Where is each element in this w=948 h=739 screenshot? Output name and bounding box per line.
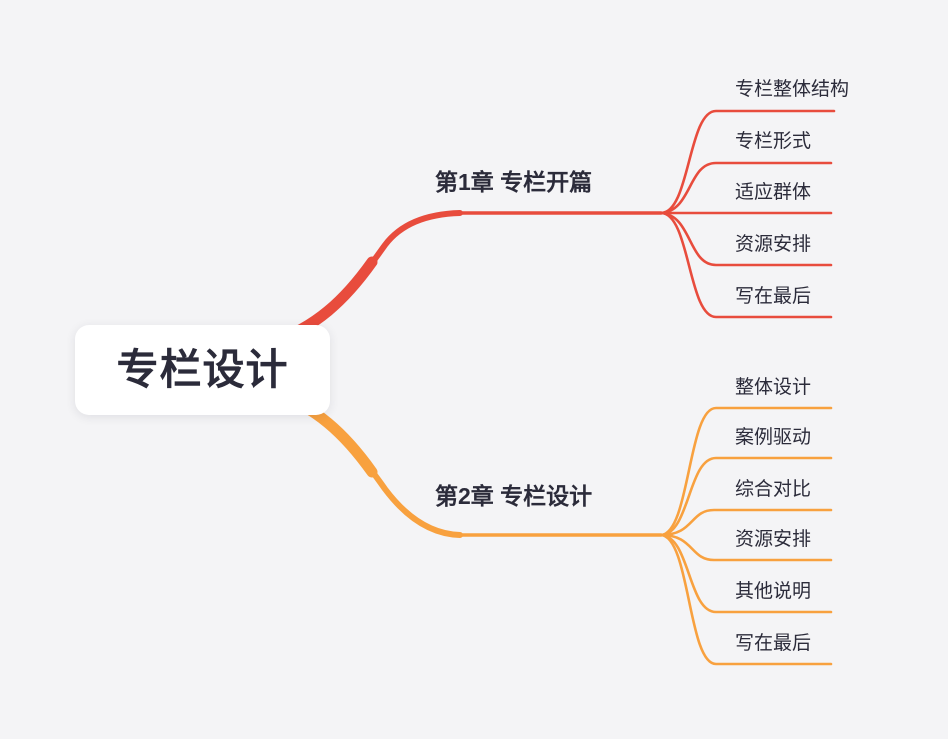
leaf-node[interactable]: 案例驱动 [735, 427, 812, 448]
leaf-node[interactable]: 专栏整体结构 [735, 79, 850, 100]
branch2-leaf6-line [659, 533, 833, 666]
branch2-leaf1-line [659, 406, 833, 537]
leaf-node[interactable]: 整体设计 [735, 377, 812, 398]
leaf-node[interactable]: 写在最后 [735, 633, 812, 654]
branch1-leaf5-line [659, 211, 833, 319]
root-topic-label: 专栏设计 [116, 346, 289, 393]
branch1-leaf2-line [659, 161, 833, 215]
branch2-leaf2-line [659, 456, 833, 537]
branch1-trunk-curve [272, 210, 463, 343]
leaf-node[interactable]: 资源安排 [735, 234, 812, 255]
leaf-node[interactable]: 其他说明 [735, 581, 812, 602]
root-topic-node[interactable]: 专栏设计 [75, 325, 330, 415]
branch2-leaf3-line [659, 508, 833, 537]
branch2-leaf4-line [659, 533, 833, 562]
leaf-node[interactable]: 写在最后 [735, 286, 812, 307]
branch1-chapter-node[interactable]: 第1章 专栏开篇 [435, 169, 593, 195]
branch1-leaf4-line [659, 211, 833, 267]
leaf-node[interactable]: 适应群体 [735, 182, 812, 203]
branch2-trunk-curve [272, 391, 463, 538]
leaf-node[interactable]: 资源安排 [735, 529, 812, 550]
branch2-chapter-node[interactable]: 第2章 专栏设计 [435, 483, 593, 509]
leaf-node[interactable]: 专栏形式 [735, 131, 812, 152]
branch1-leaf1-line [659, 109, 836, 215]
leaf-node[interactable]: 综合对比 [735, 479, 812, 500]
branch2-leaf5-line [659, 533, 833, 614]
